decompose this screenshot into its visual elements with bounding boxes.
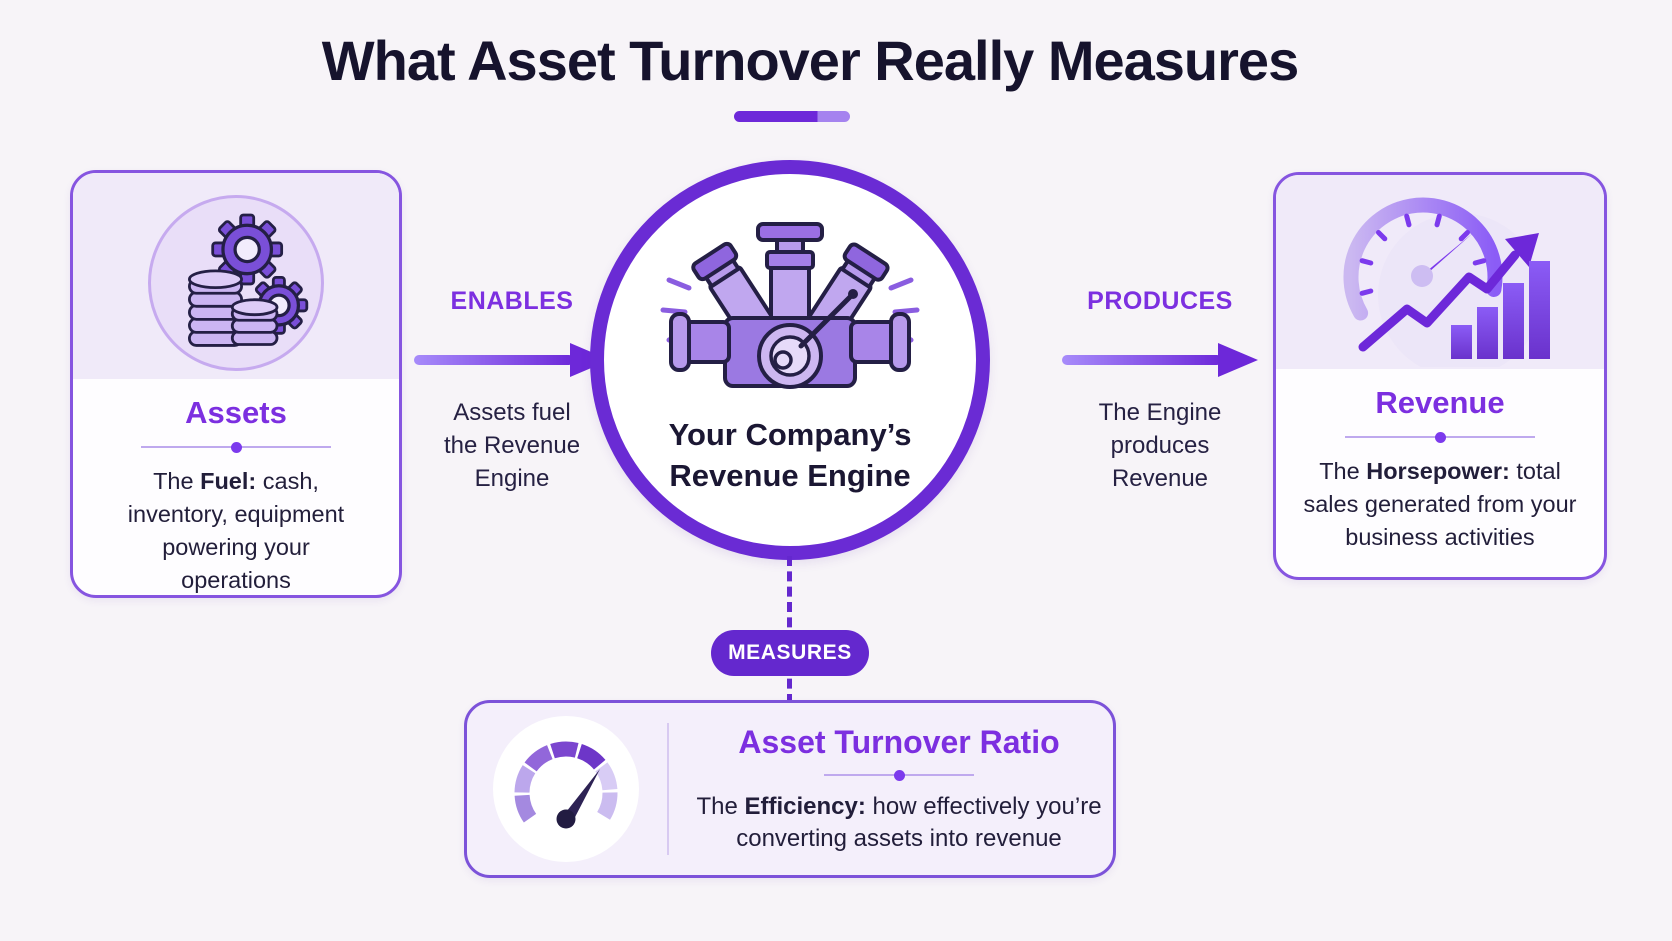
- speedometer-growth-icon: [1343, 197, 1550, 367]
- ratio-divider: [824, 769, 974, 781]
- ratio-heading: Asset Turnover Ratio: [738, 723, 1060, 760]
- engine-title: Your Company’s Revenue Engine: [668, 417, 912, 493]
- produces-arrow-icon: [1062, 343, 1258, 377]
- gears-and-coins-icon: [188, 213, 309, 347]
- assets-card: Assets The Fuel: cash, inventory, equipm…: [70, 170, 402, 598]
- assets-divider: [141, 441, 331, 453]
- enables-label: ENABLES: [450, 287, 574, 315]
- vertical-divider: [667, 723, 669, 855]
- gauge-icon-circle: [493, 716, 639, 862]
- produces-caption: The Engine produces Revenue: [1098, 399, 1222, 492]
- asset-turnover-ratio-card: Asset Turnover Ratio The Efficiency: how…: [464, 700, 1116, 878]
- enables-flow: ENABLES Assets fuel the Revenue Engine: [412, 287, 612, 495]
- assets-icon-zone: [73, 173, 399, 379]
- revenue-engine-circle: Your Company’s Revenue Engine: [590, 160, 990, 560]
- engine-icon: [660, 222, 920, 389]
- produces-flow: PRODUCES The Engine produces Revenue: [1060, 287, 1260, 495]
- title-underline: [734, 111, 850, 122]
- measures-badge: MEASURES: [711, 630, 869, 676]
- enables-caption: Assets fuel the Revenue Engine: [443, 399, 581, 492]
- produces-label: PRODUCES: [1087, 287, 1233, 315]
- assets-heading: Assets: [185, 395, 287, 430]
- ratio-description: The Efficiency: how effectively you’re c…: [696, 792, 1102, 852]
- assets-icon-circle: [148, 195, 324, 371]
- gauge-icon: [514, 741, 618, 829]
- ratio-text-block: Asset Turnover Ratio The Efficiency: how…: [679, 724, 1119, 855]
- revenue-icon-zone: [1276, 175, 1604, 369]
- enables-arrow-icon: [414, 343, 610, 377]
- revenue-heading: Revenue: [1375, 385, 1505, 420]
- revenue-divider: [1345, 431, 1535, 443]
- revenue-description: The Horsepower: total sales generated fr…: [1303, 458, 1577, 550]
- page-title: What Asset Turnover Really Measures: [321, 29, 1299, 92]
- revenue-card: Revenue The Horsepower: total sales gene…: [1273, 172, 1607, 580]
- assets-description: The Fuel: cash, inventory, equipment pow…: [127, 468, 345, 593]
